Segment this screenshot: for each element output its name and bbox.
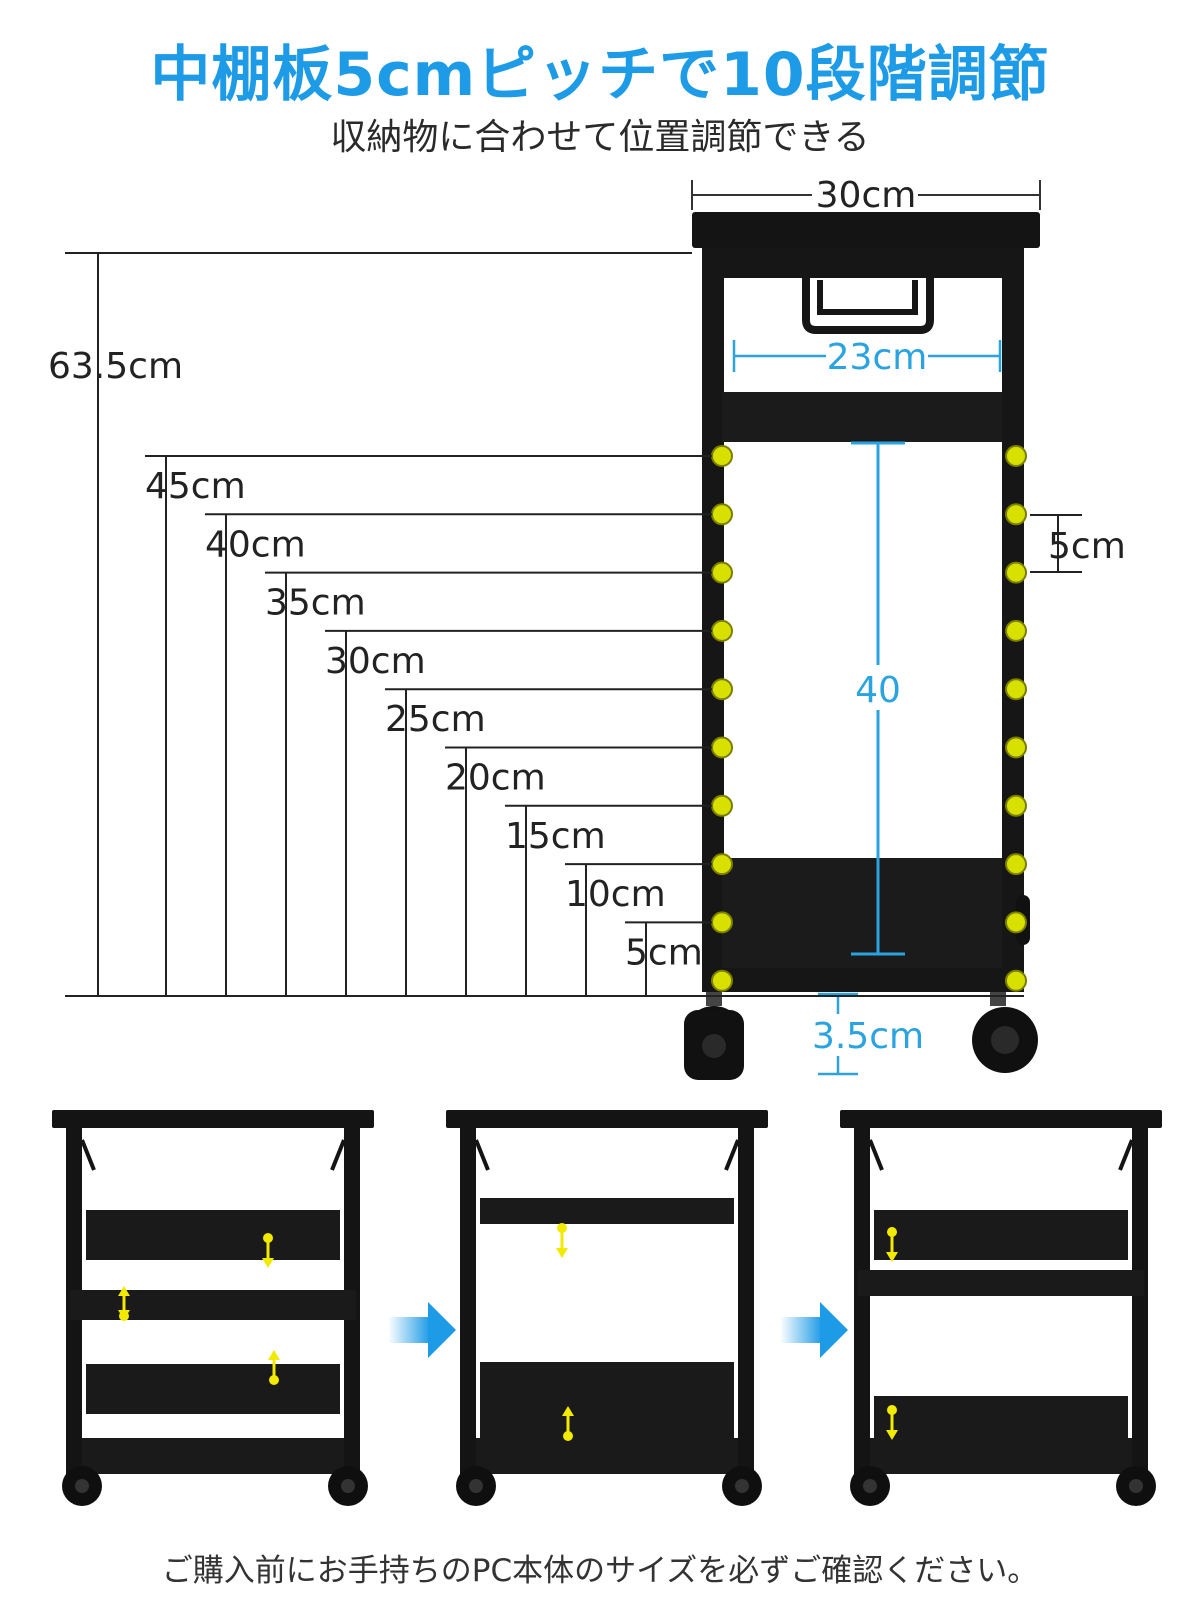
shelf-level-label: 15cm [505, 816, 606, 857]
inner-height-dimension [851, 441, 905, 956]
peg-hole [711, 619, 733, 642]
page-subtitle: 収納物に合わせて位置調節できる [330, 117, 870, 158]
peg-hole [1005, 736, 1027, 759]
inner-height-label: 40 [855, 670, 901, 711]
peg-hole [1005, 794, 1027, 817]
inner-width-dimension [732, 340, 1002, 372]
inner-width-label: 23cm [827, 337, 928, 378]
peg-hole [711, 561, 733, 584]
peg-hole [711, 678, 733, 701]
peg-hole [711, 911, 733, 934]
peg-hole [711, 969, 733, 992]
shelf-level-label: 20cm [445, 758, 546, 799]
footer-note: ご購入前にお手持ちのPC本体のサイズを必ずご確認ください。 [161, 1553, 1039, 1589]
top-width-dimension [691, 180, 1041, 210]
peg-hole [711, 794, 733, 817]
adjust-arrow [886, 1405, 898, 1440]
peg-hole [711, 503, 733, 526]
peg-hole [1005, 619, 1027, 642]
adjust-arrow [118, 1286, 130, 1321]
bottom-clearance-dimension [818, 992, 858, 1076]
pin-hole [993, 626, 1001, 635]
top-width-label: 30cm [816, 175, 917, 216]
dimension-diagram: 30cm 23cm 40 [48, 175, 1126, 1080]
adjust-arrow [262, 1233, 274, 1268]
configuration-examples [52, 1110, 1162, 1506]
pin-hole [993, 452, 1001, 460]
adjust-arrow [562, 1406, 574, 1441]
shelf-level-label: 40cm [205, 524, 306, 565]
pin-hole [737, 685, 745, 694]
pitch-dimension [1030, 514, 1082, 573]
peg-hole [1005, 853, 1027, 876]
shelf-peg-holes [711, 445, 1027, 992]
peg-hole [1005, 561, 1027, 584]
shelf-level-label: 5cm [625, 932, 703, 973]
pin-hole [737, 452, 745, 460]
adjust-arrow [556, 1223, 568, 1258]
peg-hole [711, 853, 733, 876]
pitch-label: 5cm [1048, 526, 1126, 567]
pin-hole [993, 568, 1001, 577]
total-height-dimension [65, 252, 1024, 997]
shelf-level-label: 25cm [385, 699, 486, 740]
shelf-level-label: 45cm [145, 466, 246, 507]
peg-hole [1005, 503, 1027, 526]
configuration-example-2 [446, 1110, 768, 1506]
shelf-level-label: 10cm [565, 874, 666, 915]
shelf-level-label: 30cm [325, 641, 426, 682]
bottom-clearance-label: 3.5cm [812, 1016, 924, 1057]
next-arrow-2 [780, 1302, 848, 1358]
configuration-example-3 [840, 1110, 1162, 1506]
total-height-label: 63.5cm [48, 346, 183, 387]
adjust-arrow [268, 1350, 280, 1385]
pin-hole [737, 510, 745, 519]
peg-hole [1005, 445, 1027, 467]
shelf-level-label: 35cm [265, 583, 366, 624]
pin-hole [737, 568, 745, 577]
configuration-example-1 [52, 1110, 374, 1506]
pin-hole [737, 626, 745, 635]
peg-hole [1005, 969, 1027, 992]
peg-hole [711, 445, 733, 467]
pin-hole [993, 685, 1001, 694]
page-title: 中棚板5cmピッチで10段階調節 [150, 40, 1050, 110]
peg-hole [1005, 911, 1027, 934]
shelf-level-lines [145, 455, 712, 996]
adjust-arrow [886, 1227, 898, 1262]
pin-hole [993, 510, 1001, 519]
cart-illustration [684, 212, 1040, 1080]
peg-hole [1005, 678, 1027, 701]
next-arrow-1 [388, 1302, 456, 1358]
peg-hole [711, 736, 733, 759]
